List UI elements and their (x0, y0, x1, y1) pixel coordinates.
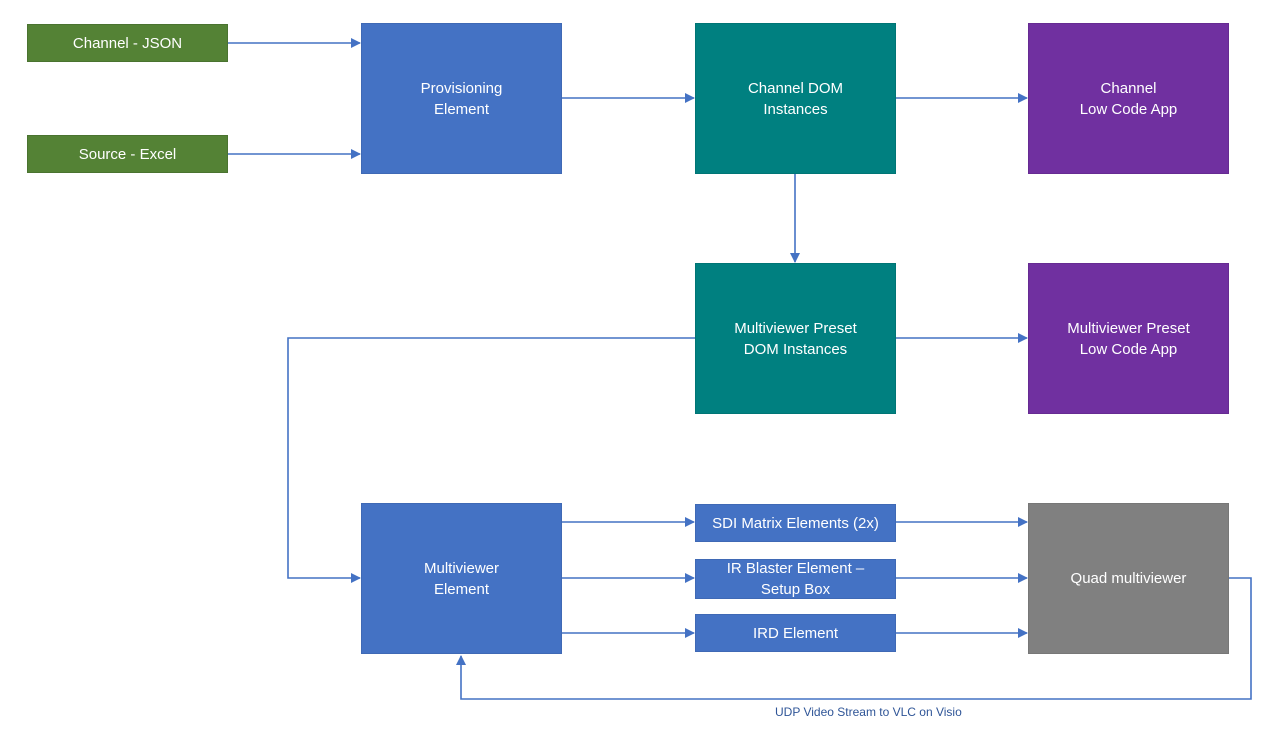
udp-stream-label: UDP Video Stream to VLC on Visio (775, 705, 962, 719)
ird-element-node: IRD Element (695, 614, 896, 652)
provisioning-element-node: Provisioning Element (361, 23, 562, 174)
multiviewer-element-node: Multiviewer Element (361, 503, 562, 654)
edge-quad-to-multiviewer-udp (456, 577, 1252, 700)
quad-multiviewer-node: Quad multiviewer (1028, 503, 1229, 654)
channel-dom-node: Channel DOM Instances (695, 23, 896, 174)
multiviewer-preset-app-node: Multiviewer Preset Low Code App (1028, 263, 1229, 414)
ir-blaster-node: IR Blaster Element – Setup Box (695, 559, 896, 599)
sdi-matrix-node: SDI Matrix Elements (2x) (695, 504, 896, 542)
channel-app-node: Channel Low Code App (1028, 23, 1229, 174)
source-excel-node: Source - Excel (27, 135, 228, 173)
channel-json-node: Channel - JSON (27, 24, 228, 62)
multiviewer-preset-dom-node: Multiviewer Preset DOM Instances (695, 263, 896, 414)
edge-preset-dom-to-multiviewer-element (287, 337, 695, 583)
